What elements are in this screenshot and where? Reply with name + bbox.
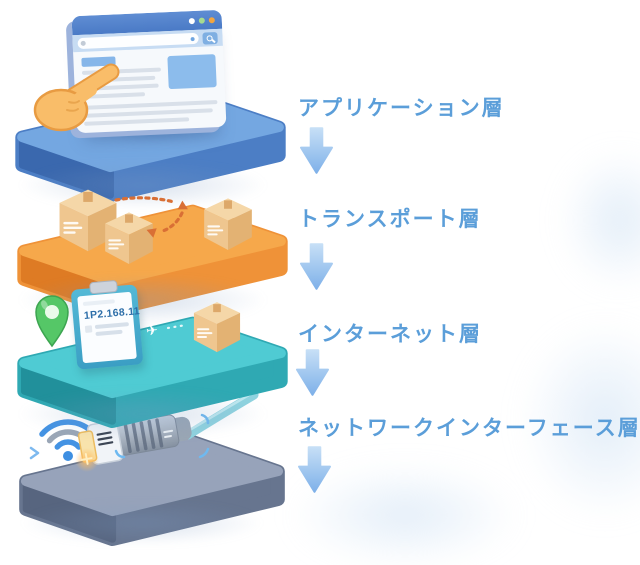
tcpip-layer-diagram: アプリケーション層 トランスポート層 — [0, 0, 640, 543]
clipboard-paper: 1P2.168.11 — [77, 291, 141, 364]
plane-icon: ✈ — [145, 322, 158, 339]
rj45-connector — [74, 414, 192, 472]
clipboard-clip — [89, 279, 118, 295]
paper-row — [84, 322, 130, 337]
down-arrow-icon — [300, 127, 333, 174]
layer-application: アプリケーション層 — [0, 0, 640, 543]
layer-label-internet: インターネット層 — [298, 323, 482, 346]
down-arrow-icon — [300, 243, 333, 290]
ip-address-text: 1P2.168.11 — [83, 305, 141, 322]
paper-checkbox — [84, 325, 93, 333]
platform-shadow — [16, 500, 268, 546]
layer-label-network-interface: ネットワークインターフェース層 — [298, 417, 640, 440]
location-pin-icon — [35, 295, 69, 348]
ip-clipboard: 1P2.168.11 — [70, 279, 144, 370]
layer-label-transport: トランスポート層 — [298, 208, 482, 231]
paper-line — [82, 299, 115, 307]
down-arrow-icon — [298, 446, 331, 493]
paper-line — [94, 322, 130, 330]
hand-cursor-icon — [33, 63, 120, 132]
down-arrow-icon — [296, 349, 329, 396]
platform-network-interface — [19, 434, 285, 546]
layer-network-interface: ネットワークインターフェース層 — [16, 390, 640, 546]
paper-line — [95, 329, 123, 337]
layer-label-application: アプリケーション層 — [298, 97, 505, 120]
dotted-route-arrow — [114, 196, 188, 238]
layer-internet: ✈ 1P2.168.11 インターネット層 — [14, 279, 482, 440]
platform-shadow — [14, 388, 272, 440]
parcel-box — [186, 296, 248, 356]
paper-lines — [94, 322, 130, 337]
